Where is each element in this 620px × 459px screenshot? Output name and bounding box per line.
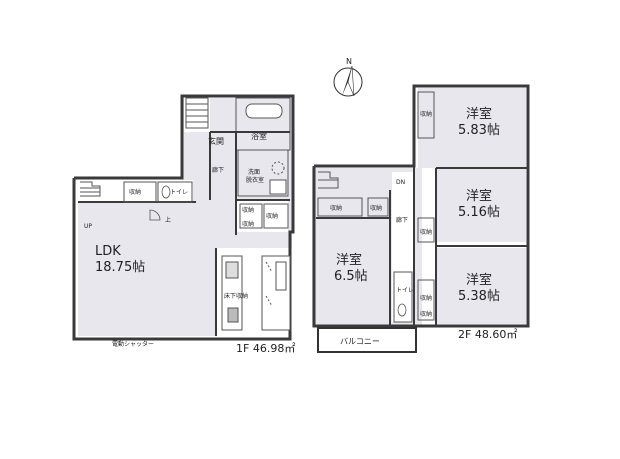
bath-label: 浴室 [251,131,267,141]
floor2-toilet-label: トイレ [396,287,414,294]
floor2-plan: 洋室 5.83帖 洋室 5.16帖 洋室 6.5帖 洋室 5.38帖 廊下 トイ… [312,84,530,353]
toilet-label: トイレ [170,189,188,196]
room2-name: 洋室 [466,188,492,204]
compass-icon: N [333,57,363,97]
storage-6-label: 収納 [420,310,432,318]
stair-up-label: UP [84,223,92,230]
shutter-label: 電動シャッター [112,340,154,348]
storage-1-label: 収納 [330,204,342,212]
ldk-name: LDK [95,244,121,259]
stair-mark-label: 上 [165,216,171,224]
floor1-summary: 1F 46.98㎡ [236,342,295,355]
room4-name: 洋室 [466,272,492,288]
floor2-summary: 2F 48.60㎡ [458,328,517,341]
floor2-hall-label: 廊下 [396,216,408,224]
storage-4-label: 収納 [420,228,432,236]
washroom-label-2: 脱衣室 [246,176,264,184]
storage-b-label: 収納 [266,212,278,220]
room4-size: 5.38帖 [458,289,500,304]
washroom-label-1: 洗面 [248,168,260,176]
storage-a-label: 収納 [129,188,141,196]
ldk-size: 18.75帖 [95,260,145,275]
storage-d-label: 収納 [242,206,254,214]
compass-label: N [346,57,352,66]
balcony-label: バルコニー [340,337,380,346]
room3-size: 6.5帖 [334,269,368,284]
room1-size: 5.83帖 [458,123,500,138]
hall-label: 廊下 [212,166,224,174]
floor1-outer-wall [72,94,295,341]
floor1-plan: LDK 18.75帖 浴室 玄関 廊下 洗面 脱衣室 収納 トイレ 収納 収納 … [72,94,295,355]
storage-c-label: 収納 [242,220,254,228]
room1-name: 洋室 [466,106,492,122]
stair-down-label: DN [396,179,405,186]
floor-storage-label: 床下収納 [224,292,248,300]
storage-3-label: 収納 [420,110,432,118]
entrance-label: 玄関 [208,136,224,146]
storage-5-label: 収納 [420,294,432,302]
balcony [317,327,417,353]
room2-size: 5.16帖 [458,205,500,220]
room3-name: 洋室 [336,252,362,268]
storage-2-label: 収納 [370,204,382,212]
